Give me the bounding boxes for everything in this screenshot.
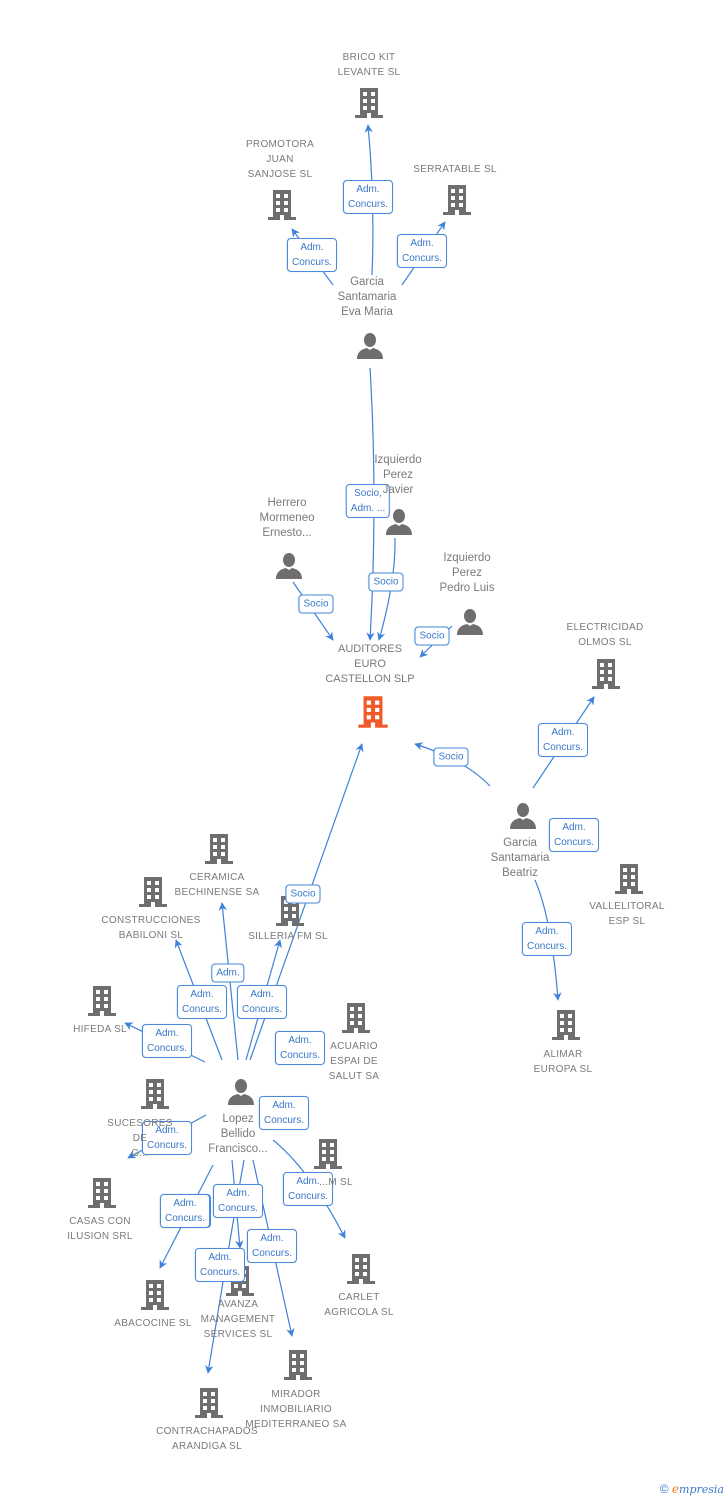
node-label-izq_pedro[interactable]: Izquierdo Perez Pedro Luis <box>439 552 495 594</box>
node-label-herrero[interactable]: Herrero Mormeneo Ernesto... <box>259 497 315 539</box>
building-icon-casas[interactable] <box>88 1178 116 1208</box>
node-label-acuario[interactable]: ACUARIO ESPAI DE SALUT SA <box>328 1041 380 1082</box>
node-label-avanza[interactable]: AVANZA MANAGEMENT SERVICES SL <box>200 1299 276 1340</box>
building-icon-acuario[interactable] <box>342 1003 370 1033</box>
edge-label-lopez-to-mirador[interactable]: Adm. Concurs. <box>246 1229 298 1263</box>
node-label-msl[interactable]: ...M SL <box>319 1177 353 1188</box>
building-icon-alimar[interactable] <box>552 1010 580 1040</box>
person-icon-herrero[interactable] <box>276 553 302 579</box>
node-label-promotora[interactable]: PROMOTORA JUAN SANJOSE SL <box>245 139 315 180</box>
building-icon-sucesores[interactable] <box>141 1079 169 1109</box>
building-icon-silleria[interactable] <box>276 896 304 926</box>
building-icon-abacocine[interactable] <box>141 1280 169 1310</box>
edge-label-herrero-to-auditores[interactable]: Socio <box>298 594 334 614</box>
node-label-casas[interactable]: CASAS CON ILUSION SRL <box>67 1216 133 1242</box>
edge-label-beatriz-to-electricidad[interactable]: Adm. Concurs. <box>537 723 589 757</box>
node-label-silleria[interactable]: SILLERIA FM SL <box>248 931 328 942</box>
node-label-ceramica[interactable]: CERAMICA BECHINENSE SA <box>174 872 260 898</box>
person-icon-izq_javier[interactable] <box>386 509 412 535</box>
building-icon-vallelitoral[interactable] <box>615 864 643 894</box>
node-label-hifeda[interactable]: HIFEDA SL <box>73 1024 127 1035</box>
edge-label-izq_pedro-to-auditores[interactable]: Socio <box>414 626 450 646</box>
node-label-beatriz[interactable]: Garcia Santamaria Beatriz <box>490 837 550 879</box>
edge-label-lopez-to-auditores[interactable]: Socio <box>285 884 321 904</box>
edge-label-beatriz-to-alimar[interactable]: Adm. Concurs. <box>521 922 573 956</box>
person-icon-beatriz[interactable] <box>510 803 536 829</box>
node-label-contrachapados[interactable]: CONTRACHAPADOS ARANDIGA SL <box>156 1426 258 1452</box>
node-label-vallelitoral[interactable]: VALLELITORAL ESP SL <box>589 901 665 927</box>
building-icon-hifeda[interactable] <box>88 986 116 1016</box>
node-label-brico[interactable]: BRICO KIT LEVANTE SL <box>337 52 401 78</box>
edge-label-eva-to-serratable[interactable]: Adm. Concurs. <box>396 234 448 268</box>
node-label-lopez[interactable]: Lopez Bellido Francisco... <box>208 1113 268 1155</box>
brand-logo-text: mpresia <box>679 1483 724 1496</box>
footer-brand: © empresia <box>660 1482 724 1496</box>
edge-label-lopez-to-msl[interactable]: Adm. Concurs. <box>258 1096 310 1130</box>
copyright-icon: © <box>659 1482 669 1496</box>
node-label-alimar[interactable]: ALIMAR EUROPA SL <box>533 1049 593 1075</box>
edge-label-lopez-to-contrachapados[interactable]: Adm. Concurs. <box>159 1194 211 1228</box>
building-icon-carlet[interactable] <box>347 1254 375 1284</box>
building-icon-msl[interactable] <box>314 1139 342 1169</box>
edge-label-lopez-to-silleria[interactable]: Adm. Concurs. <box>236 985 288 1019</box>
building-icon-brico[interactable] <box>355 88 383 118</box>
edge-label-lopez-to-carlet[interactable]: Adm. Concurs. <box>282 1172 334 1206</box>
person-icon-izq_pedro[interactable] <box>457 609 483 635</box>
building-icon-promotora[interactable] <box>268 190 296 220</box>
node-label-carlet[interactable]: CARLET AGRICOLA SL <box>324 1292 394 1318</box>
edge-label-beatriz-to-auditores[interactable]: Socio <box>433 747 469 767</box>
edge-label-lopez-to-sucesores[interactable]: Adm. Concurs. <box>141 1121 193 1155</box>
node-label-electricidad[interactable]: ELECTRICIDAD OLMOS SL <box>566 622 644 648</box>
edge-label-lopez-to-avanza[interactable]: Adm. Concurs. <box>194 1248 246 1282</box>
building-icon-auditores[interactable] <box>358 696 388 728</box>
building-icon-mirador[interactable] <box>284 1350 312 1380</box>
building-icon-serratable[interactable] <box>443 185 471 215</box>
node-label-mirador[interactable]: MIRADOR INMOBILIARIO MEDITERRANEO SA <box>245 1389 347 1430</box>
building-icon-contrachapados[interactable] <box>195 1388 223 1418</box>
edge-label-izq_javier-to-auditores[interactable]: Socio <box>368 572 404 592</box>
icons-layer <box>88 88 643 1418</box>
edge-label-beatriz-to-vallelitoral[interactable]: Adm. Concurs. <box>548 818 600 852</box>
person-icon-lopez[interactable] <box>228 1079 254 1105</box>
node-label-construcciones[interactable]: CONSTRUCCIONES BABILONI SL <box>101 915 201 941</box>
person-icon-eva[interactable] <box>357 333 383 359</box>
edge-label-eva-to-promotora[interactable]: Adm. Concurs. <box>286 238 338 272</box>
node-label-sucesores[interactable]: SUCESORES DE G... <box>107 1118 173 1159</box>
edge-label-lopez-to-construcciones[interactable]: Adm. Concurs. <box>176 985 228 1019</box>
node-label-eva[interactable]: Garcia Santamaria Eva Maria <box>337 276 397 318</box>
node-label-izq_javier[interactable]: Izquierdo Perez Javier <box>374 454 422 496</box>
edge-label-eva-to-auditores[interactable]: Socio, Adm. ... <box>345 484 391 518</box>
node-label-abacocine[interactable]: ABACOCINE SL <box>114 1318 192 1329</box>
edge-label-lopez-to-abacocine[interactable]: Adm. Concurs. <box>212 1184 264 1218</box>
node-label-auditores[interactable]: AUDITORES EURO CASTELLON SLP <box>325 643 415 685</box>
building-icon-ceramica[interactable] <box>205 834 233 864</box>
building-icon-construcciones[interactable] <box>139 877 167 907</box>
edge-label-eva-to-brico[interactable]: Adm. Concurs. <box>342 180 394 214</box>
building-icon-electricidad[interactable] <box>592 659 620 689</box>
node-label-serratable[interactable]: SERRATABLE SL <box>413 164 497 175</box>
edge-label-lopez-to-acuario[interactable]: Adm. Concurs. <box>274 1031 326 1065</box>
edge-label-lopez-to-ceramica[interactable]: Adm. <box>211 963 245 983</box>
brand-logo-initial: e <box>671 1482 680 1496</box>
edge-label-lopez-to-hifeda[interactable]: Adm. Concurs. <box>141 1024 193 1058</box>
